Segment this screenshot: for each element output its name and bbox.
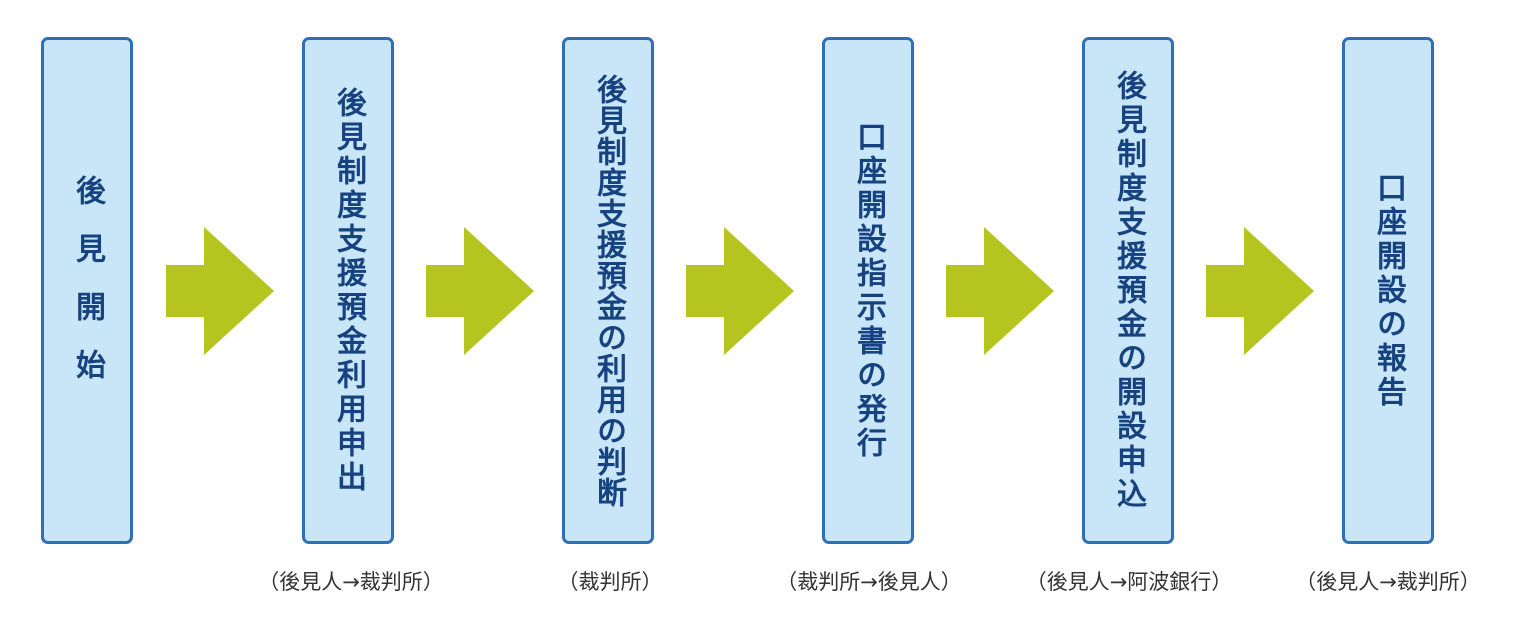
step-label: 口座開設指示書の発行 [851,120,886,461]
step-box-report: 口座開設の報告 [1342,37,1434,544]
flow-arrow-icon [426,227,534,355]
step-label: 後見制度支援預金の利用の判断 [591,73,626,508]
step-label: 後見開始 [70,174,105,407]
role-caption: （後見人→裁判所） [1295,570,1481,594]
flow-arrow-icon [946,227,1054,355]
flow-arrow-icon [166,227,274,355]
step-label: 後見制度支援預金利用申出 [331,86,366,495]
step-label: 口座開設の報告 [1371,171,1406,410]
step-box-instruction-issued: 口座開設指示書の発行 [822,37,914,544]
role-caption: （後見人→裁判所） [258,570,444,594]
flow-arrow-icon [1206,227,1314,355]
role-caption: （後見人→阿波銀行） [1025,570,1233,594]
step-label: 後見制度支援預金の開設申込 [1111,69,1146,512]
step-box-application: 後見制度支援預金利用申出 [302,37,394,544]
flow-arrow-icon [686,227,794,355]
role-caption: （裁判所） [557,570,663,594]
step-box-court-decision: 後見制度支援預金の利用の判断 [562,37,654,544]
role-caption: （裁判所→後見人） [776,570,962,594]
step-box-guardianship-start: 後見開始 [41,37,133,544]
step-box-account-opening: 後見制度支援預金の開設申込 [1082,37,1174,544]
